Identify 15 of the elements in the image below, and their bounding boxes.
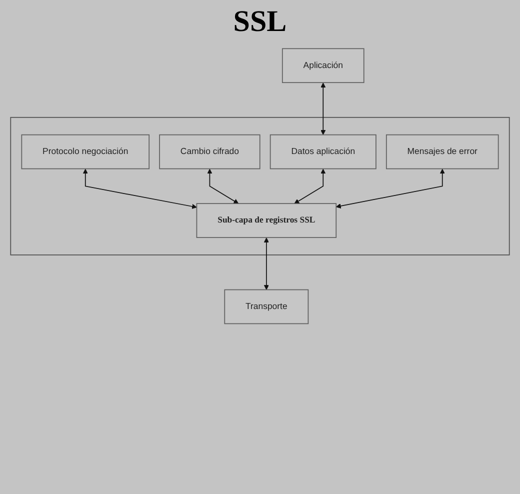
node-box: Transporte: [224, 289, 309, 324]
arrow: [320, 82, 326, 136]
node-box: Protocolo negociación: [21, 134, 150, 170]
arrow: [294, 168, 326, 204]
cluster: [10, 116, 510, 256]
node-box: Aplicación: [282, 48, 364, 84]
node-box: Sub-capa de registros SSL: [196, 203, 337, 238]
arrow: [336, 168, 445, 209]
diagram-title: SSL: [233, 4, 287, 40]
node-box: Mensajes de error: [386, 134, 499, 170]
arrow: [264, 238, 269, 290]
node-box: Datos aplicación: [270, 134, 376, 170]
arrow: [207, 168, 239, 204]
arrow: [82, 168, 197, 209]
node-box: Cambio cifrado: [159, 134, 260, 170]
